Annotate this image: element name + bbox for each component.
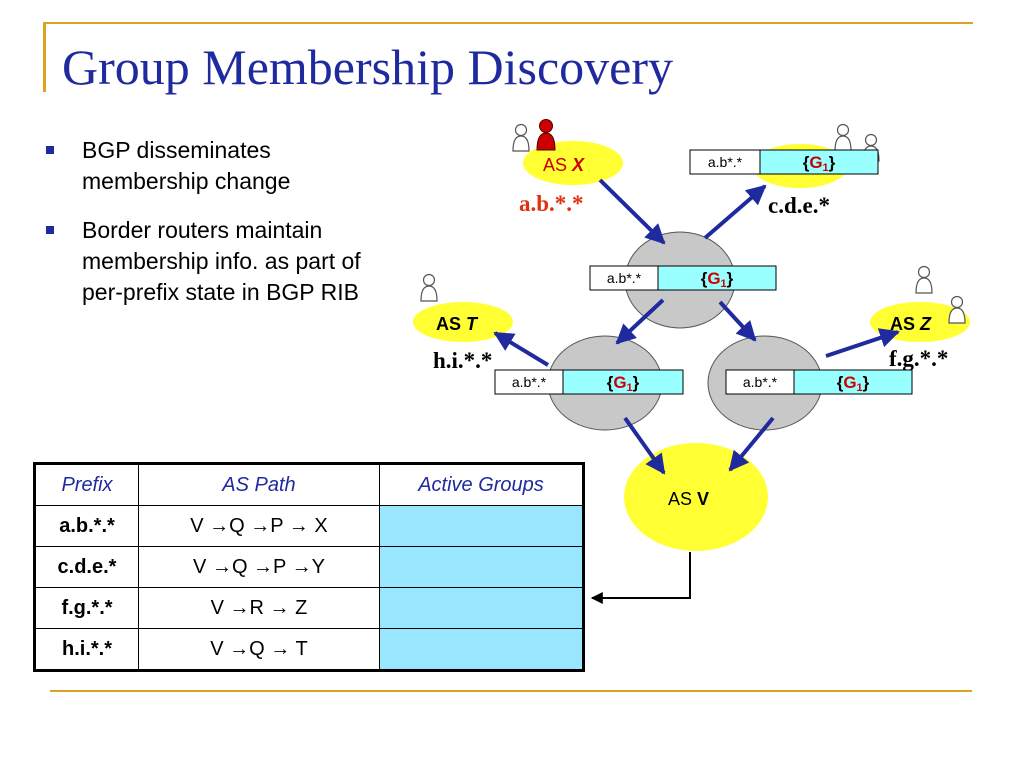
person-icon [915,265,933,294]
cell-active-groups [379,628,584,671]
arrow-p-to-q [615,298,665,345]
table-header-row: Prefix AS Path Active Groups [34,463,584,506]
person-red-icon [536,119,556,151]
as-x-label: AS X [543,155,585,175]
entry-prefix: a.b*.* [512,374,547,390]
bullet-text: BGP disseminates membership change [82,137,291,194]
as-t-node [413,302,513,342]
cell-as-path: V →Q →P → X [138,505,380,547]
bullet-square-icon [46,226,54,234]
as-v-label: AS V [668,489,709,509]
frame-top-rule [43,22,973,24]
as-x-prefix: a.b.*.* [519,191,584,216]
cell-active-groups [379,546,584,588]
table-row: a.b.*.* V →Q →P → X [34,505,584,547]
header-prefix: Prefix [34,463,139,506]
entry-group: {G1} [837,373,870,394]
header-as-path: AS Path [138,463,380,506]
entry-group: {G1} [607,373,640,394]
header-active-groups: Active Groups [379,463,584,506]
cell-prefix: a.b.*.* [34,505,139,547]
arrow-r-to-v [728,416,775,472]
membership-entry-p: a.b*.* {G1} [589,265,777,291]
arrow-p-to-r [718,300,757,342]
arrow-v-to-rib [590,552,691,604]
person-icon [420,273,438,302]
frame-left-rule [43,22,46,92]
bullet-text: Border routers maintain membership info.… [82,217,361,305]
bullet-item: BGP disseminates membership change [46,135,396,197]
bullet-item: Border routers maintain membership info.… [46,215,396,308]
cell-as-path: V →R → Z [138,587,380,629]
bullet-list: BGP disseminates membership change Borde… [46,135,396,326]
entry-prefix: a.b*.* [607,270,642,286]
page-title: Group Membership Discovery [62,39,673,95]
cell-active-groups [379,587,584,629]
table-row: h.i.*.* V →Q → T [34,628,584,671]
person-icon [834,123,852,152]
bullet-square-icon [46,146,54,154]
as-t-label: AS T [436,314,479,334]
person-icon [512,123,530,152]
entry-prefix: a.b*.* [708,154,743,170]
as-y-prefix: c.d.e.* [768,193,830,218]
cell-prefix: c.d.e.* [34,546,139,588]
cell-prefix: h.i.*.* [34,628,139,671]
arrow-q-to-v [623,416,666,475]
cell-as-path: V →Q → T [138,628,380,671]
cell-active-groups [379,505,584,547]
entry-prefix: a.b*.* [743,374,778,390]
membership-entry-y: a.b*.* {G1} [689,149,879,175]
as-z-label: AS Z [890,314,932,334]
footer-rule [50,690,972,692]
arrow-x-to-p [598,178,666,245]
entry-group: {G1} [803,153,836,174]
arrow-r-to-z [825,328,900,358]
as-x-node [523,141,623,185]
entry-group: {G1} [701,269,734,290]
cell-prefix: f.g.*.* [34,587,139,629]
membership-entry-q: a.b*.* {G1} [494,369,684,395]
cell-as-path: V →Q →P →Y [138,546,380,588]
arrow-p-to-y [703,184,767,240]
arrow-q-to-t [493,331,550,367]
membership-entry-r: a.b*.* {G1} [725,369,913,395]
as-z-prefix: f.g.*.* [889,346,948,371]
as-t-prefix: h.i.*.* [433,348,492,373]
bgp-rib-table: Prefix AS Path Active Groups a.b.*.* V →… [33,462,585,672]
table-row: f.g.*.* V →R → Z [34,587,584,629]
table-row: c.d.e.* V →Q →P →Y [34,546,584,588]
